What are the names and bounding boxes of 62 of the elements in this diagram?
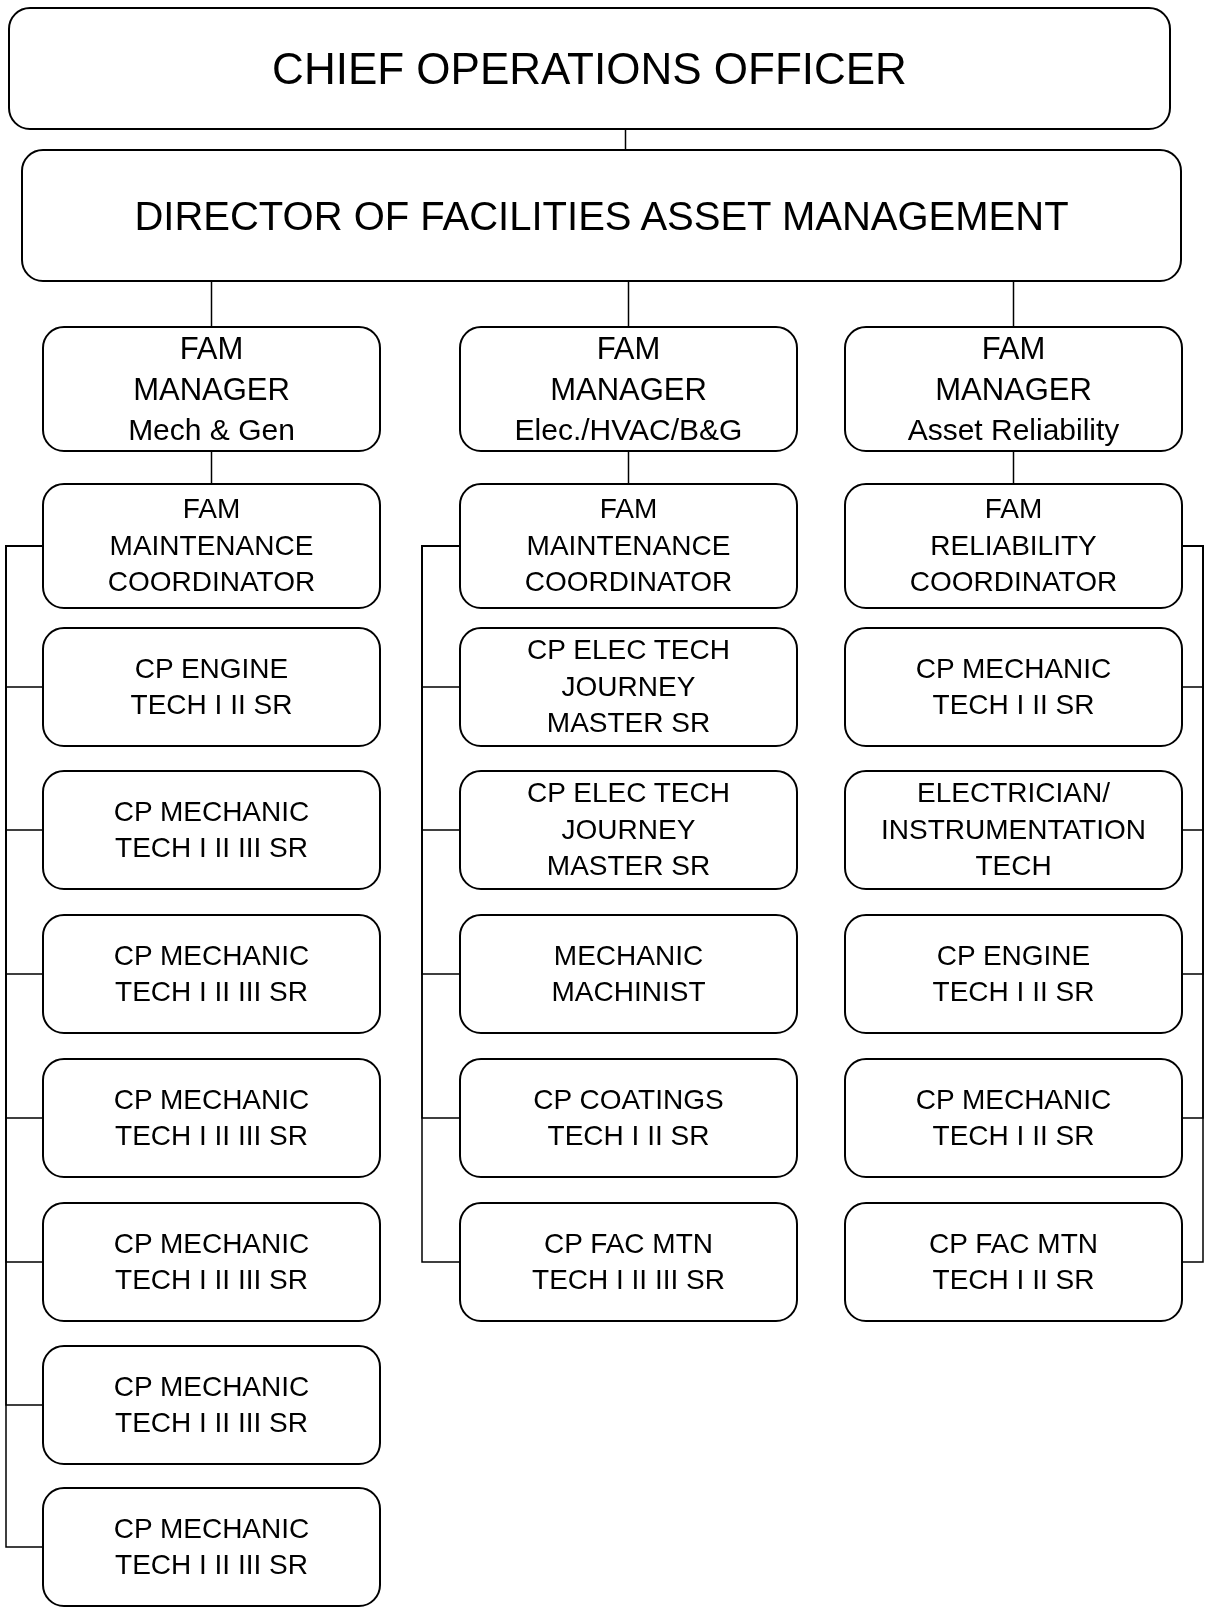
connector-line [627,281,630,327]
department-name: Elec./HVAC/B&G [513,411,744,448]
job-title: CP ELEC TECH JOURNEY MASTER SR [526,633,731,741]
position-box [459,770,798,890]
position-box [844,627,1183,747]
connector-line [210,281,213,327]
job-title: CP FAC MTN TECH I II III SR [531,1226,726,1297]
position-box [844,483,1183,609]
job-title: DIRECTOR OF FACILITIES ASSET MANAGEMENT [134,192,1069,240]
job-title: FAM RELIABILITY COORDINATOR [908,492,1119,600]
connector-line [210,451,213,484]
position-box [459,914,798,1034]
position-box [459,1202,798,1322]
job-title: CP ELEC TECH JOURNEY MASTER SR [526,776,731,884]
position-box [42,483,381,609]
connector-line [1012,281,1015,327]
position-box [459,1058,798,1178]
connector-line [1182,545,1204,1263]
job-title: CP MECHANIC TECH I II III SR [112,1369,311,1440]
position-box [459,627,798,747]
job-title: CP MECHANIC TECH I II III SR [112,1511,311,1582]
job-title: CP ENGINE TECH I II SR [129,651,294,722]
position-box [844,1202,1183,1322]
job-title: FAM MANAGER [132,330,291,409]
job-title: CP MECHANIC TECH I II III SR [112,1226,311,1297]
position-box [42,1345,381,1465]
position-box [42,914,381,1034]
job-title: FAM MANAGER [934,330,1093,409]
job-title: ELECTRICIAN/ INSTRUMENTATION TECH [881,776,1146,884]
position-box [844,770,1183,890]
job-title: CP FAC MTN TECH I II SR [927,1226,1100,1297]
job-title: CP MECHANIC TECH I II SR [914,1082,1113,1153]
job-title: FAM MAINTENANCE COORDINATOR [523,492,734,600]
job-title: CHIEF OPERATIONS OFFICER [272,42,907,95]
job-title: CP COATINGS TECH I II SR [532,1082,725,1153]
job-title: FAM MAINTENANCE COORDINATOR [106,492,317,600]
position-box [42,1487,381,1607]
position-box [844,326,1183,452]
position-box [21,149,1182,282]
job-title: CP MECHANIC TECH I II III SR [112,794,311,865]
job-title: CP ENGINE TECH I II SR [931,938,1096,1009]
connector-line [1012,451,1015,484]
department-name: Asset Reliability [906,411,1121,448]
position-box [42,1202,381,1322]
position-box [459,326,798,452]
department-name: Mech & Gen [127,411,296,448]
position-box [42,1058,381,1178]
connector-line [627,451,630,484]
position-box [42,627,381,747]
job-title: CP MECHANIC TECH I II III SR [112,1082,311,1153]
position-box [844,1058,1183,1178]
position-box [42,770,381,890]
job-title: CP MECHANIC TECH I II III SR [112,938,311,1009]
connector-line [421,545,460,1263]
job-title: CP MECHANIC TECH I II SR [914,651,1113,722]
position-box [42,326,381,452]
connector-line [624,129,627,150]
position-box [8,7,1171,130]
position-box [844,914,1183,1034]
job-title: MECHANIC MACHINIST [550,938,707,1009]
job-title: FAM MANAGER [549,330,708,409]
position-box [459,483,798,609]
